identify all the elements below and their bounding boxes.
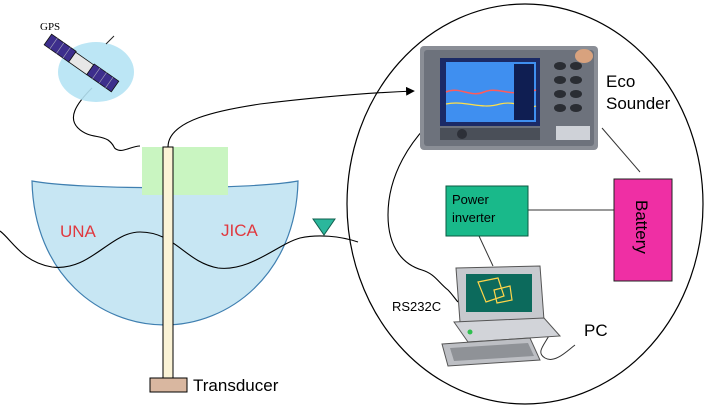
inverter-pc-line [478, 235, 494, 267]
buoy-triangle [312, 218, 336, 236]
equipment-ellipse [346, 3, 704, 405]
pc-label: PC [584, 321, 608, 340]
transducer-block [149, 377, 188, 393]
sounder-battery-line [601, 127, 641, 173]
antenna-mount [142, 147, 228, 195]
transducer-label: Transducer [193, 376, 279, 395]
battery-box [613, 178, 673, 282]
power-inverter-label-line1: Power [452, 192, 490, 207]
eco-sounder-label-line1: Eco [606, 72, 635, 91]
gps-cable [73, 87, 141, 151]
power-inverter-label-line2: inverter [452, 210, 496, 225]
sounder-cable [167, 86, 415, 148]
eco-sounder-device [420, 46, 598, 150]
power-inverter-box [445, 185, 529, 237]
rs232c-cable [387, 114, 459, 303]
battery-label: Battery [632, 200, 651, 254]
gps-satellite-icon [43, 33, 134, 102]
pc-computer-icon [441, 265, 562, 367]
gps-label: GPS [40, 21, 60, 33]
water-line [0, 230, 359, 269]
transducer-pole [162, 146, 174, 380]
una-label: UNA [60, 222, 97, 241]
jica-label: JICA [221, 221, 259, 240]
pc-cable [540, 329, 576, 360]
rs232c-label: RS232C [392, 299, 441, 314]
eco-sounder-label-line2: Sounder [606, 94, 671, 113]
